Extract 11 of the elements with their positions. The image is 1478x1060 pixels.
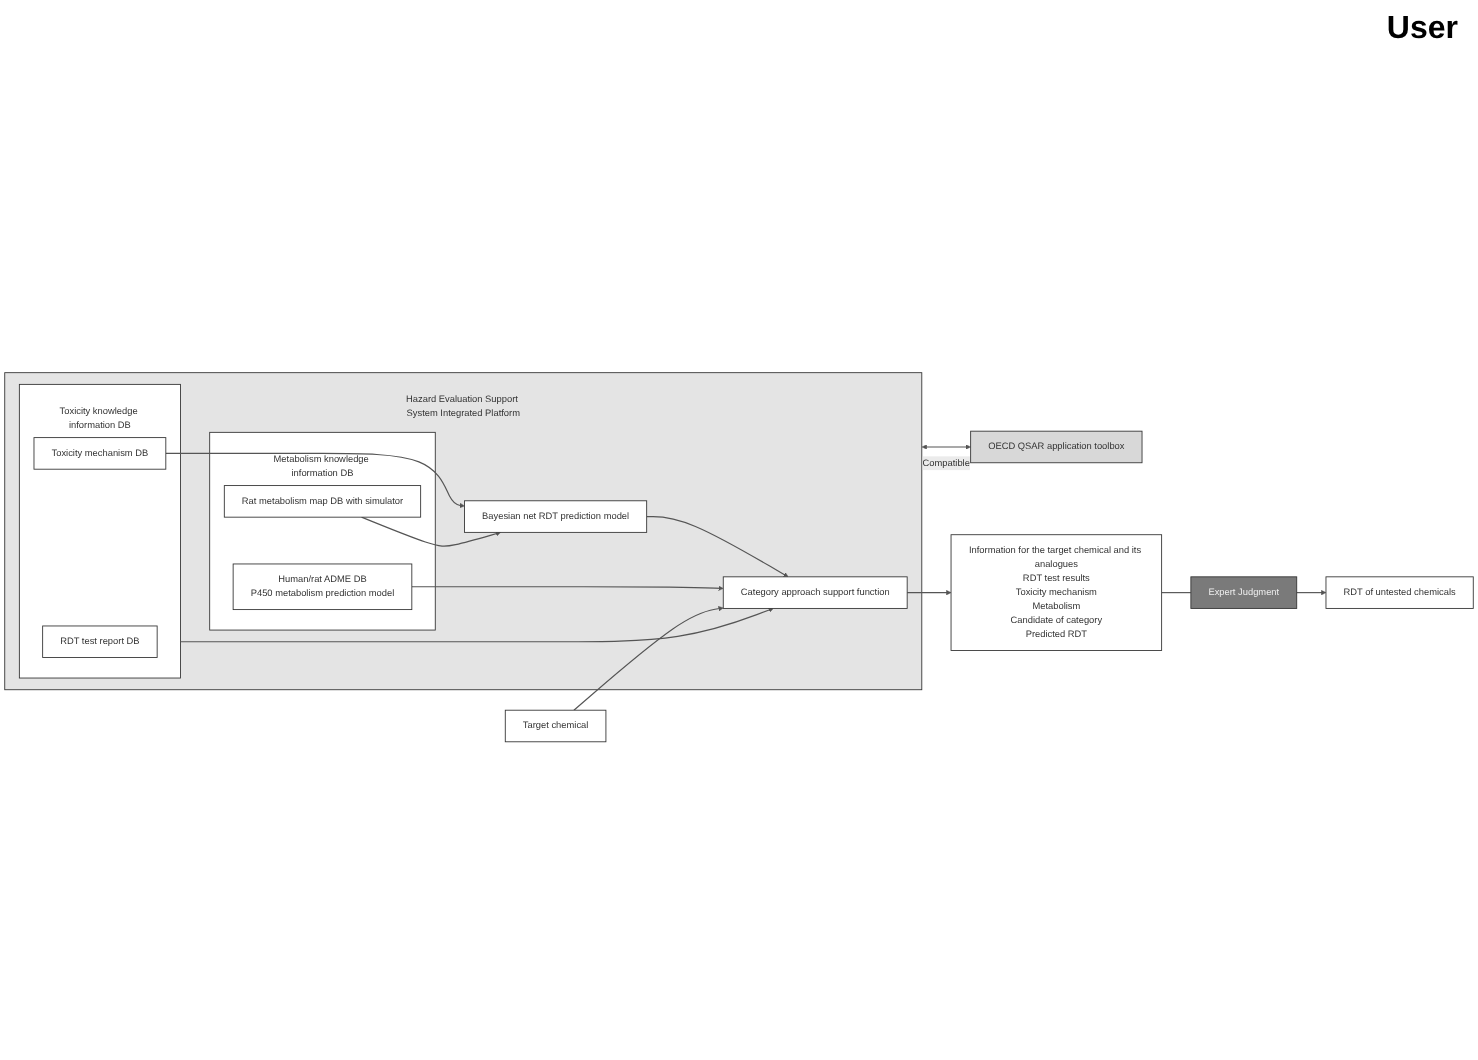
arrow <box>573 606 724 712</box>
arrow <box>646 516 789 578</box>
arrow <box>360 517 501 548</box>
connector <box>1161 592 1192 594</box>
arrow <box>906 590 952 596</box>
arrow <box>921 445 971 451</box>
user-heading: User <box>1386 12 1458 48</box>
arrow <box>179 608 774 644</box>
arrow <box>411 586 724 592</box>
arrow <box>165 453 465 509</box>
arrow <box>1296 590 1327 596</box>
